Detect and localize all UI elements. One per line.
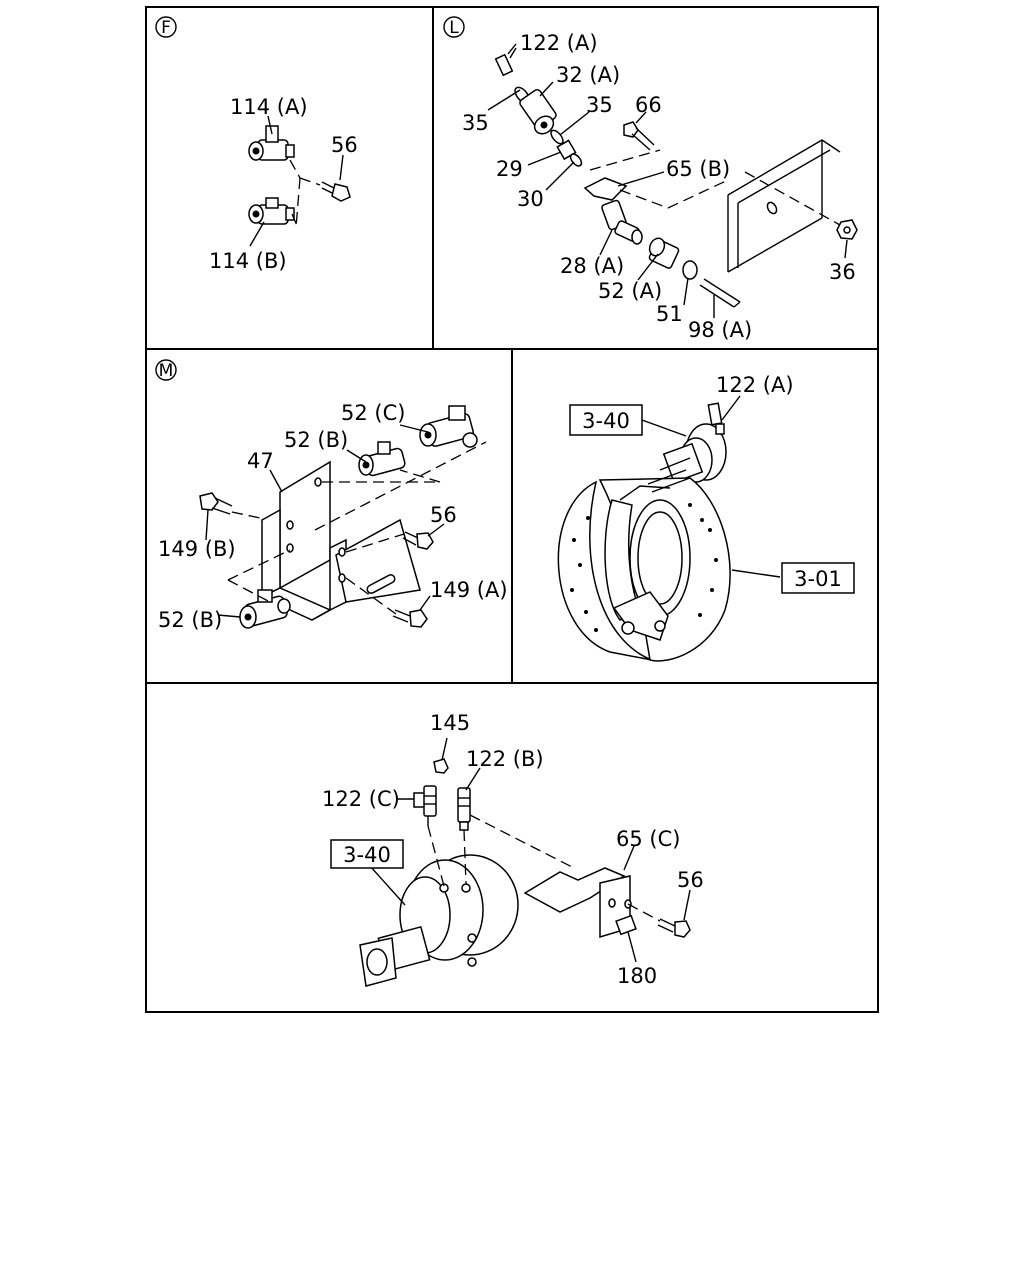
label-149a: 149 (A) <box>430 578 508 602</box>
sleeve-52a <box>648 237 680 269</box>
bolt-149a <box>392 609 428 628</box>
bracket-65b <box>583 177 628 201</box>
label-52a: 52 (A) <box>598 279 662 303</box>
label-122b: 122 (B) <box>466 747 544 771</box>
panel-brake-assembly: 122 (A) 3-40 3-01 <box>557 373 855 662</box>
bolt-56 <box>321 181 351 202</box>
frame-rail <box>727 139 841 273</box>
label-35-right: 35 <box>586 93 613 117</box>
label-56-m: 56 <box>430 503 457 527</box>
svg-text:3-40: 3-40 <box>582 409 630 433</box>
bolt-56-m <box>402 531 434 550</box>
label-29: 29 <box>496 157 523 181</box>
label-32a: 32 (A) <box>556 63 620 87</box>
panel-m: M <box>155 359 508 632</box>
fitting-122a-brake <box>707 402 725 435</box>
svg-text:L: L <box>449 18 459 38</box>
bolt-149b <box>199 492 233 515</box>
label-180: 180 <box>617 964 657 988</box>
panel-f: F 114 (A) <box>155 16 358 273</box>
elbow-32a <box>519 89 557 135</box>
svg-text:M: M <box>159 361 174 381</box>
label-36: 36 <box>829 260 856 284</box>
lining-rivets <box>570 503 718 632</box>
ref-box-3-40-brake: 3-40 <box>569 404 643 436</box>
label-52c: 52 (C) <box>341 401 405 425</box>
svg-text:3-40: 3-40 <box>343 843 391 867</box>
label-52b-top: 52 (B) <box>284 428 348 452</box>
label-52b-bottom: 52 (B) <box>158 608 222 632</box>
label-47: 47 <box>247 449 274 473</box>
label-65b: 65 (B) <box>666 157 730 181</box>
panel-m-badge: M <box>155 359 177 381</box>
label-114b: 114 (B) <box>209 249 287 273</box>
ring-51 <box>682 260 698 280</box>
svg-text:3-01: 3-01 <box>794 567 842 591</box>
label-122a-brake: 122 (A) <box>716 373 794 397</box>
plate-180 <box>615 914 637 936</box>
bracket-65c <box>523 867 632 939</box>
panel-frames <box>145 6 879 1013</box>
label-149b: 149 (B) <box>158 537 236 561</box>
cap-145 <box>433 758 449 774</box>
label-114a: 114 (A) <box>230 95 308 119</box>
label-51: 51 <box>656 302 683 326</box>
label-56: 56 <box>331 133 358 157</box>
tee-fitting-52b-top <box>358 441 406 477</box>
tee-fitting-114b <box>248 197 295 225</box>
nut-36 <box>836 219 858 240</box>
label-56-chamber: 56 <box>677 868 704 892</box>
label-65c: 65 (C) <box>616 827 680 851</box>
label-98a: 98 (A) <box>688 318 752 342</box>
svg-text:F: F <box>161 18 171 38</box>
label-28a: 28 (A) <box>560 254 624 278</box>
label-30: 30 <box>517 187 544 211</box>
label-122a: 122 (A) <box>520 31 598 55</box>
panel-l: L <box>443 16 858 342</box>
label-35-left: 35 <box>462 111 489 135</box>
elbow-28a <box>601 199 643 245</box>
panel-l-badge: L <box>443 16 465 38</box>
panel-f-badge: F <box>155 16 177 38</box>
tee-fitting-52b-bottom <box>239 589 291 629</box>
ref-box-3-40-chamber: 3-40 <box>330 839 404 869</box>
bolt-56-chamber <box>657 918 691 938</box>
bracket-47 <box>260 460 421 621</box>
label-122c: 122 (C) <box>322 787 400 811</box>
ref-box-3-01: 3-01 <box>781 562 855 594</box>
fitting-122a <box>494 43 517 77</box>
fitting-122c <box>413 785 437 826</box>
label-145: 145 <box>430 711 470 735</box>
bolt-66 <box>623 121 655 151</box>
fitting-122b <box>457 787 471 831</box>
brake-chamber-body <box>359 854 519 987</box>
brake-shoe-assembly <box>557 469 731 662</box>
label-66: 66 <box>635 93 662 117</box>
tee-fitting-52c <box>419 405 478 448</box>
panel-brake-chamber: 145 122 (B) 122 (C) 3-40 65 (C) 56 180 <box>322 711 704 988</box>
pipe-98a <box>699 278 741 308</box>
